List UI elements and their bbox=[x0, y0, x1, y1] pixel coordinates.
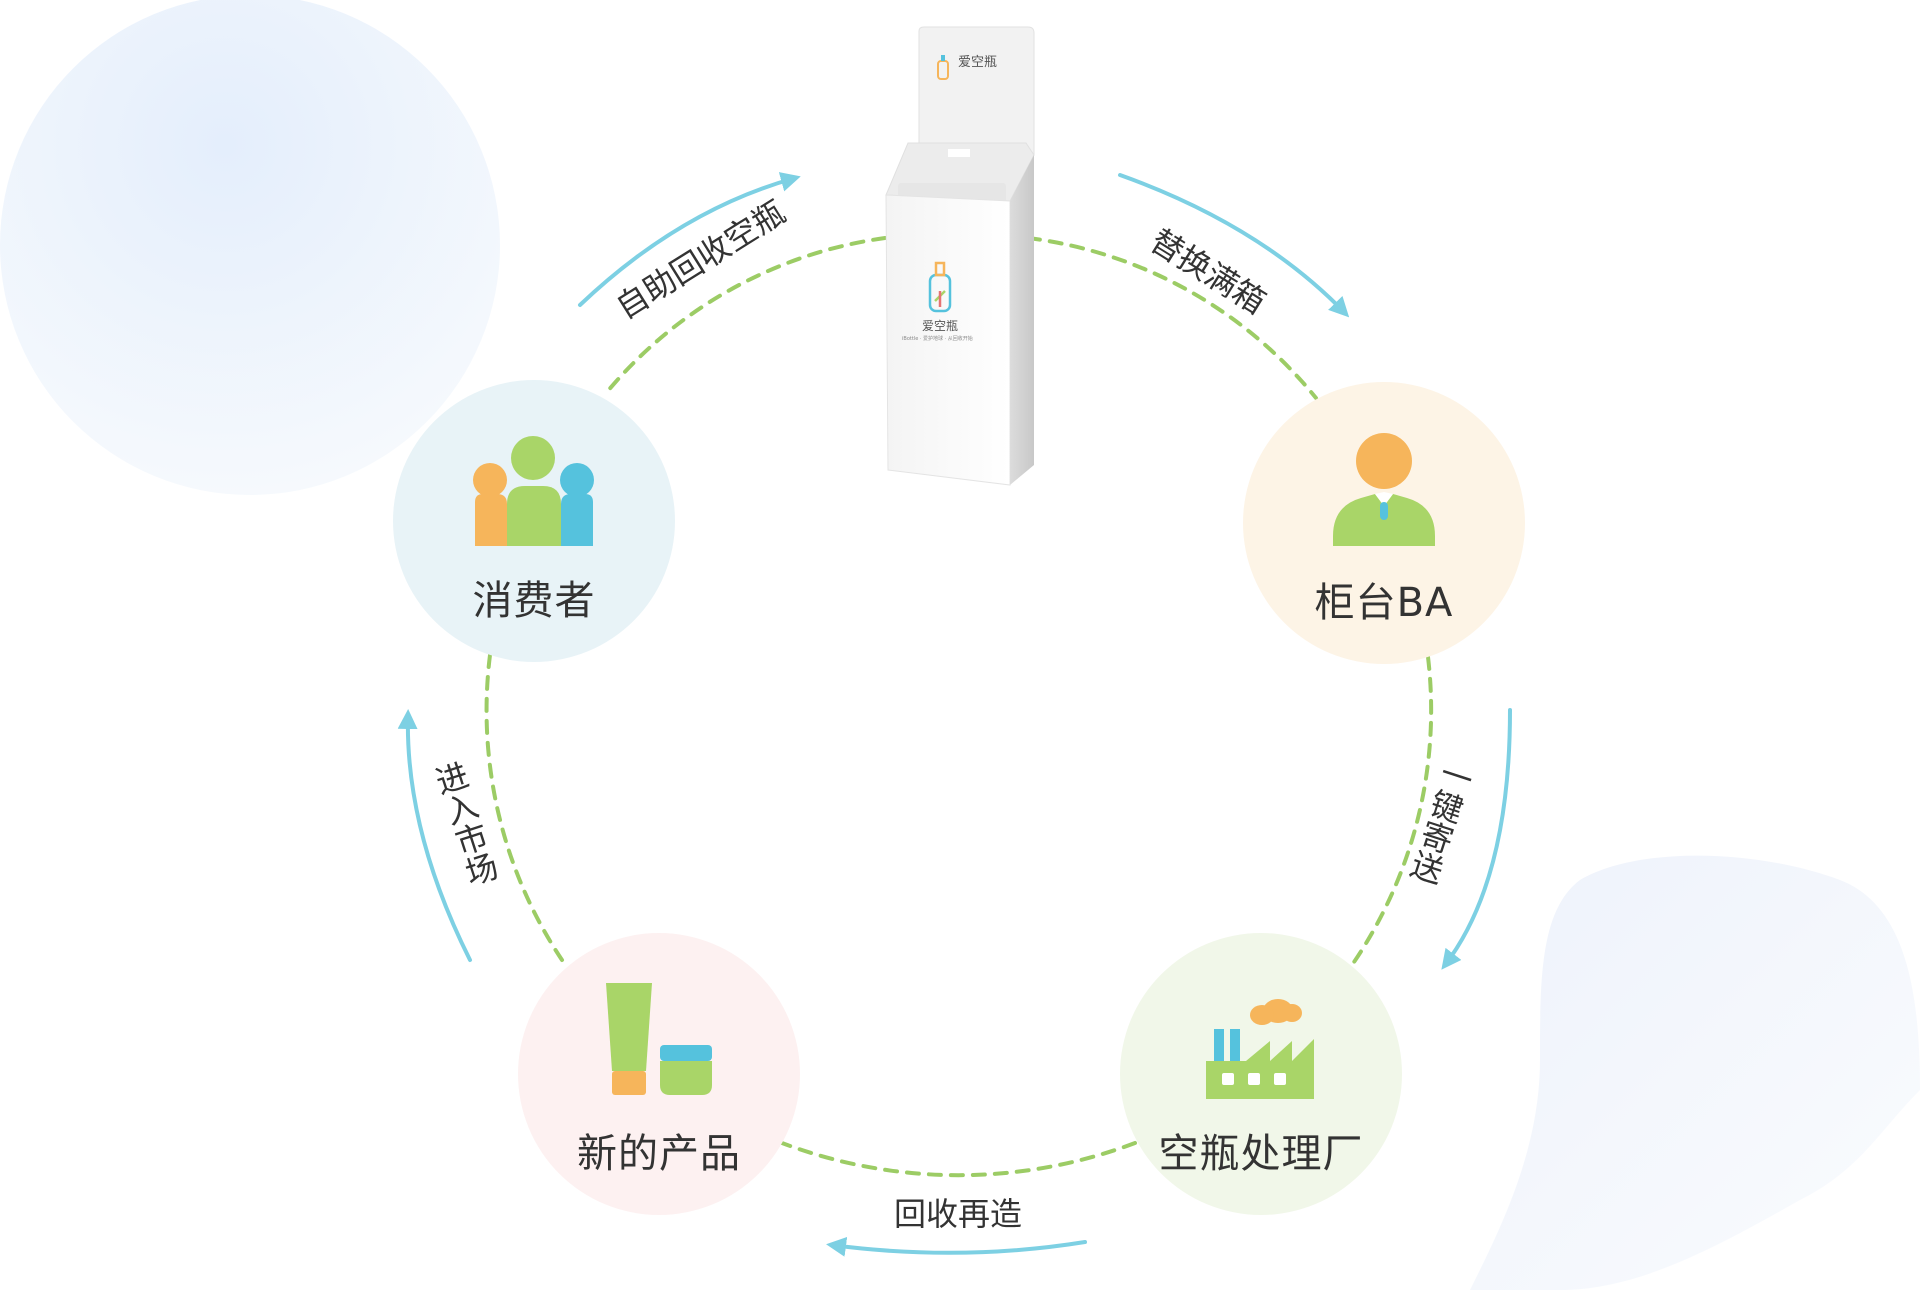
arrow-self-recycle bbox=[578, 172, 801, 307]
machine-brand-sub: iBottle · 爱护地球 · 从回收开始 bbox=[902, 336, 973, 342]
machine-brand-top: 爱空瓶 bbox=[958, 55, 998, 70]
node-factory-label: 空瓶处理厂 bbox=[1158, 1131, 1364, 1177]
blob-top-left bbox=[0, 0, 500, 495]
node-new-product-label: 新的产品 bbox=[577, 1131, 741, 1177]
node-new-product: 新的产品 bbox=[518, 933, 800, 1215]
dashed-link-factory-product bbox=[780, 1141, 1137, 1178]
blob-bottom-right bbox=[1470, 855, 1920, 1290]
cosmetics-icon bbox=[606, 983, 712, 1095]
staff-person-icon bbox=[1333, 433, 1435, 546]
dashed-link-machine-consumer bbox=[605, 236, 887, 394]
dashed-link-machine-ba bbox=[1026, 236, 1318, 400]
flow-label-one-click-ship: 一键寄送 bbox=[1402, 754, 1478, 888]
factory-icon bbox=[1206, 999, 1314, 1099]
node-counter-ba-label: 柜台BA bbox=[1314, 580, 1454, 626]
flow-label-recycle-remake: 回收再造 bbox=[894, 1195, 1022, 1233]
arrow-enter-market bbox=[397, 709, 472, 962]
arrow-replace-box bbox=[1118, 173, 1350, 318]
people-icon bbox=[473, 436, 594, 546]
node-factory: 空瓶处理厂 bbox=[1120, 933, 1402, 1215]
recycling-machine: 爱空瓶 爱空瓶 iBottle · 爱护地球 · 从回收开始 bbox=[868, 25, 1038, 495]
node-counter-ba: 柜台BA bbox=[1243, 382, 1525, 664]
arrow-one-click-ship bbox=[1441, 708, 1512, 970]
machine-brand: 爱空瓶 bbox=[922, 319, 959, 333]
node-consumer: 消费者 bbox=[393, 380, 675, 662]
dashed-link-product-consumer bbox=[484, 653, 564, 962]
dashed-link-ba-factory bbox=[1350, 655, 1434, 967]
node-consumer-label: 消费者 bbox=[472, 578, 596, 624]
arrow-recycle-remake bbox=[826, 1236, 1087, 1257]
